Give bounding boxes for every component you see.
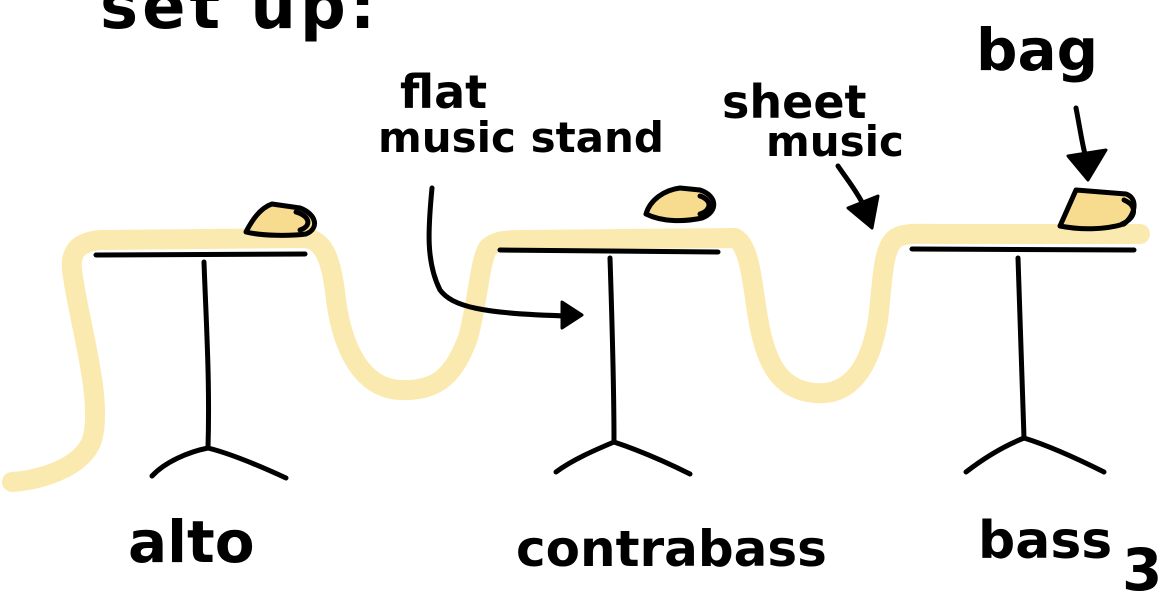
page-number: 3	[1122, 536, 1162, 595]
title-text: set up:	[100, 0, 379, 44]
bag-icon	[646, 188, 714, 221]
arrow-icon	[429, 188, 582, 328]
music-stand-contrabass	[500, 250, 718, 474]
annotation-flat-line1: flat	[400, 65, 487, 119]
arrow-icon	[838, 166, 878, 228]
stand-label-alto: alto	[128, 508, 255, 576]
bag-icon	[246, 204, 315, 235]
stand-label-contrabass: contrabass	[516, 520, 827, 578]
annotation-bag: bag	[976, 16, 1098, 84]
music-stand-alto	[96, 254, 305, 478]
arrow-icon	[1068, 108, 1106, 180]
annotation-sheet-line2: music	[766, 117, 904, 166]
stand-label-bass: bass	[978, 511, 1112, 571]
annotation-flat-line2: music stand	[378, 113, 664, 162]
sheet-music-highlight	[12, 234, 1140, 482]
music-stand-bass	[912, 249, 1134, 472]
bag-icon	[1060, 190, 1134, 229]
